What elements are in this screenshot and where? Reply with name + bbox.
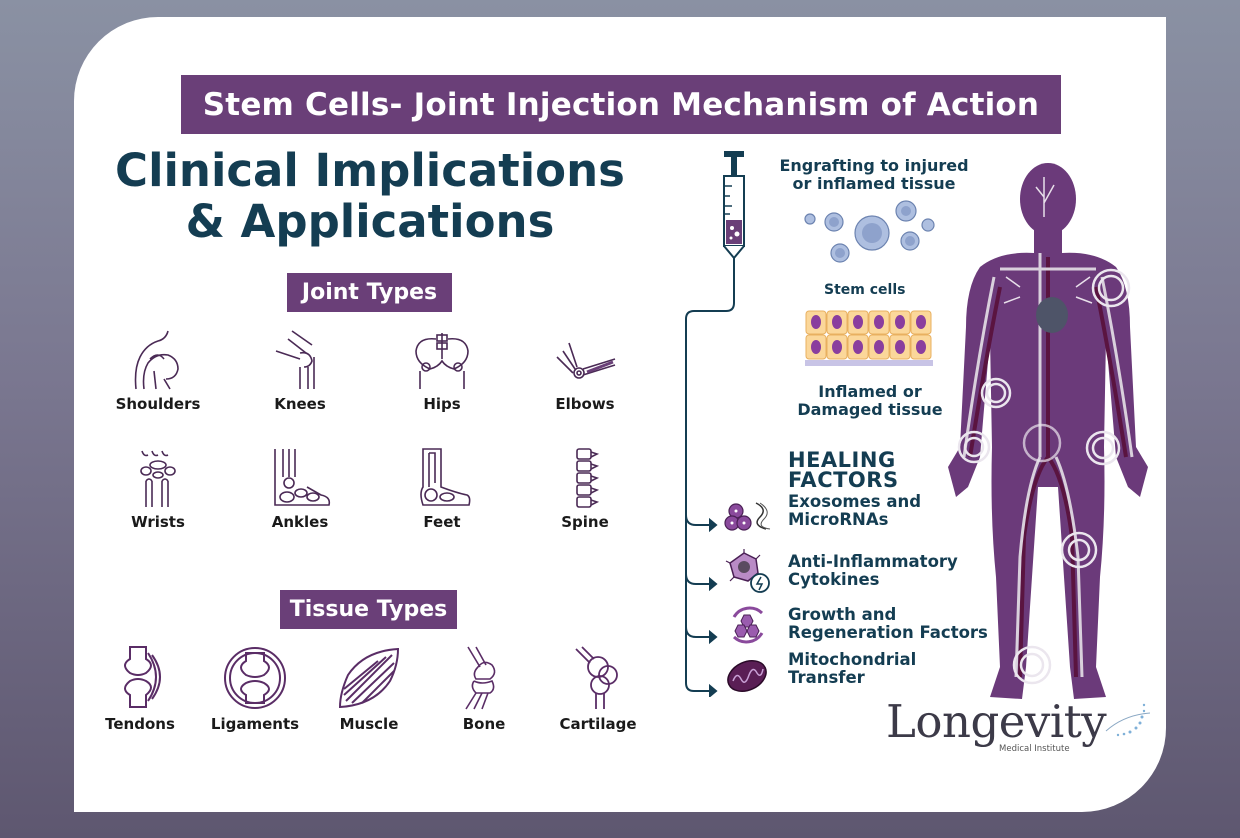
flow-connector	[685, 267, 735, 697]
cytokine-icon	[725, 549, 770, 593]
tissue-item-ligaments: Ligaments	[200, 645, 310, 733]
joint-item-knees: Knees	[245, 329, 355, 413]
factor-line-1: Exosomes and	[788, 492, 922, 511]
growth-factor-icon	[732, 606, 764, 644]
engrafting-caption: Engrafting to injured or inflamed tissue	[774, 157, 974, 193]
joint-label: Wrists	[131, 513, 185, 531]
page-headline: Clinical Implications & Applications	[100, 145, 640, 247]
elbow-icon	[556, 342, 616, 379]
logo-name: Longevity	[886, 695, 1107, 748]
bone-icon	[465, 646, 496, 710]
tissue-label: Ligaments	[210, 715, 300, 733]
factor-line-1: Mitochondrial	[788, 650, 917, 669]
healing-line-2: FACTORS	[788, 468, 899, 492]
banner-title: Stem Cells- Joint Injection Mechanism of…	[202, 86, 1040, 123]
shoulder-icon	[134, 330, 179, 390]
engrafting-line-1: Engrafting to injured	[779, 156, 969, 175]
hip-icon	[415, 333, 469, 389]
human-body-circulation-illustration	[948, 163, 1148, 699]
title-banner: Stem Cells- Joint Injection Mechanism of…	[181, 75, 1061, 134]
joint-label: Ankles	[271, 513, 329, 531]
tissue-types-heading: Tissue Types	[280, 590, 457, 629]
healing-factors-title: HEALING FACTORS	[788, 448, 899, 492]
headline-line-2: & Applications	[185, 195, 555, 248]
tendon-icon	[124, 646, 161, 708]
factor-line-2: Regeneration Factors	[788, 623, 988, 642]
tissue-types-heading-label: Tissue Types	[289, 597, 448, 622]
factor-exosomes: Exosomes and MicroRNAs	[788, 493, 921, 529]
joint-label: Shoulders	[115, 395, 201, 413]
tissue-caption-line-1: Inflamed or	[818, 382, 922, 401]
joint-item-elbows: Elbows	[530, 329, 640, 413]
damaged-tissue-illustration	[805, 310, 933, 366]
joint-types-heading-label: Joint Types	[301, 280, 438, 305]
joint-item-spine: Spine	[530, 447, 640, 531]
syringe-icon	[723, 151, 745, 270]
logo-subtitle: Medical Institute	[999, 744, 1070, 754]
factor-line-2: Transfer	[788, 668, 865, 687]
tissue-caption-line-2: Damaged tissue	[797, 400, 943, 419]
spine-icon	[576, 448, 600, 508]
joint-item-shoulders: Shoulders	[103, 329, 213, 413]
mitochondria-icon	[727, 660, 767, 692]
tissue-item-cartilage: Cartilage	[543, 645, 653, 733]
muscle-icon	[338, 647, 400, 709]
ligament-icon	[224, 647, 286, 709]
factor-line-1: Anti-Inflammatory	[788, 552, 958, 571]
factor-line-1: Growth and	[788, 605, 897, 624]
tissue-item-tendons: Tendons	[85, 645, 195, 733]
infographic-card: Stem Cells- Joint Injection Mechanism of…	[74, 17, 1166, 812]
joint-label: Knees	[274, 395, 326, 413]
factor-line-2: Cytokines	[788, 570, 880, 589]
engrafting-line-2: or inflamed tissue	[792, 174, 956, 193]
joint-item-ankles: Ankles	[245, 447, 355, 531]
brand-logo: Longevity	[886, 695, 1107, 748]
stem-cells-illustration	[804, 200, 935, 263]
tissue-item-muscle: Muscle	[314, 645, 424, 733]
factor-mitochondrial: Mitochondrial Transfer	[788, 651, 916, 687]
joint-item-hips: Hips	[387, 329, 497, 413]
joint-label: Feet	[423, 513, 461, 531]
wrist-icon	[140, 450, 176, 507]
tissue-item-bone: Bone	[429, 645, 539, 733]
tissue-label: Cartilage	[559, 715, 637, 733]
tissue-label: Bone	[462, 715, 506, 733]
joint-label: Spine	[561, 513, 609, 531]
joint-item-wrists: Wrists	[103, 447, 213, 531]
cartilage-icon	[575, 646, 618, 709]
exosome-icon	[724, 502, 771, 531]
ankle-icon	[274, 449, 331, 506]
damaged-tissue-caption: Inflamed or Damaged tissue	[790, 383, 950, 419]
joint-label: Elbows	[555, 395, 615, 413]
stem-cells-label: Stem cells	[824, 282, 906, 298]
healing-line-1: HEALING	[788, 448, 896, 472]
factor-growth: Growth and Regeneration Factors	[788, 606, 988, 642]
headline-line-1: Clinical Implications	[115, 144, 625, 197]
joint-label: Hips	[423, 395, 461, 413]
factor-line-2: MicroRNAs	[788, 510, 889, 529]
knee-icon	[275, 330, 315, 389]
joint-types-heading: Joint Types	[287, 273, 452, 312]
dna-logo-icon	[1105, 703, 1151, 737]
factor-cytokines: Anti-Inflammatory Cytokines	[788, 553, 958, 589]
foot-icon	[420, 448, 471, 506]
tissue-label: Tendons	[105, 715, 175, 733]
tissue-label: Muscle	[339, 715, 399, 733]
joint-item-feet: Feet	[387, 447, 497, 531]
